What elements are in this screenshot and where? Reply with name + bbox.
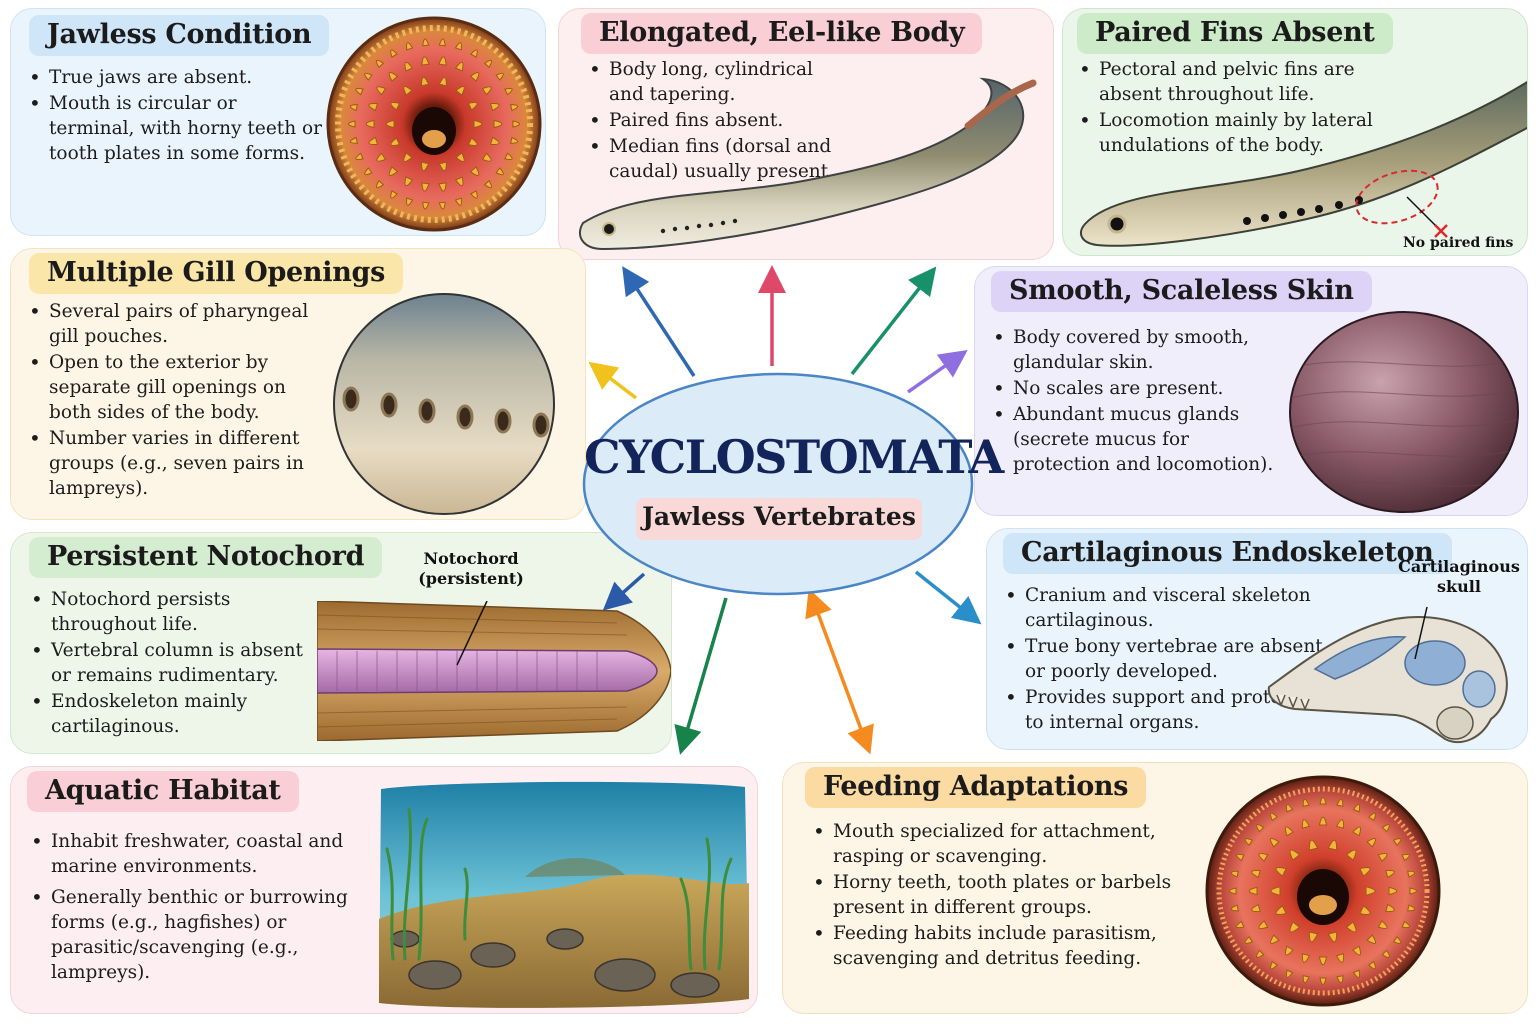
- bullet-item: Horny teeth, tooth plates or barbels pre…: [811, 870, 1181, 920]
- smooth-skin-icon: [1289, 311, 1519, 513]
- lamprey-mouth-icon: [1205, 775, 1441, 1007]
- card-title: Paired Fins Absent: [1077, 13, 1393, 54]
- bullet-list: Notochord persists throughout life. Vert…: [29, 587, 319, 740]
- center-ellipse: [582, 372, 974, 596]
- bullet-item: Provides support and protection to inter…: [1003, 685, 1333, 735]
- card-title: Multiple Gill Openings: [29, 253, 404, 294]
- arrow-to-notochord: [602, 572, 646, 611]
- card-jawless-condition: Jawless Condition True jaws are absent. …: [10, 8, 546, 236]
- cartilaginous-skull-label: Cartilaginous skull: [1397, 557, 1521, 597]
- label-line: Cartilaginous: [1398, 557, 1520, 576]
- arrow-to-jawless: [622, 266, 696, 377]
- bullet-item: Paired fins absent.: [587, 108, 835, 133]
- card-elongated-body: Elongated, Eel-like Body Body long, cyli…: [558, 8, 1054, 260]
- gill-openings-icon: [333, 293, 555, 515]
- bullet-item: Several pairs of pharyngeal gill pouches…: [27, 299, 317, 349]
- card-smooth-scaleless-skin: Smooth, Scaleless Skin Body covered by s…: [974, 266, 1528, 516]
- bullet-item: Notochord persists throughout life.: [29, 587, 319, 637]
- notochord-icon: [317, 601, 671, 741]
- bullet-item: Mouth specialized for attachment, raspin…: [811, 819, 1181, 869]
- bullet-item: Median fins (dorsal and caudal) usually …: [587, 134, 835, 184]
- bullet-list: Pectoral and pelvic fins are absent thro…: [1077, 57, 1397, 159]
- label-line: (persistent): [418, 569, 524, 588]
- bullet-item: Mouth is circular or terminal, with horn…: [27, 91, 327, 166]
- bullet-item: Locomotion mainly by lateral undulations…: [1077, 108, 1397, 158]
- bullet-list: Several pairs of pharyngeal gill pouches…: [27, 299, 317, 502]
- bullet-list: Inhabit freshwater, coastal and marine e…: [29, 829, 379, 986]
- center-subtitle: Jawless Vertebrates: [642, 502, 916, 531]
- card-cartilaginous-endoskeleton: Cartilaginous Endoskeleton Cranium and v…: [986, 528, 1528, 750]
- card-title: Persistent Notochord: [29, 537, 383, 578]
- bullet-item: Feeding habits include parasitism, scave…: [811, 921, 1181, 971]
- notochord-label: Notochord (persistent): [411, 549, 531, 589]
- card-aquatic-habitat: Aquatic Habitat Inhabit freshwater, coas…: [10, 766, 758, 1014]
- bullet-item: Endoskeleton mainly cartilaginous.: [29, 689, 319, 739]
- center-title: CYCLOSTOMATA: [584, 430, 1004, 484]
- card-title: Aquatic Habitat: [27, 771, 299, 812]
- bullet-list: Cranium and visceral skeleton cartilagin…: [1003, 583, 1333, 736]
- underwater-habitat-icon: [379, 781, 749, 1008]
- bullet-item: Abundant mucus glands (secrete mucus for…: [991, 402, 1291, 477]
- bullet-item: Vertebral column is absent or remains ru…: [29, 638, 319, 688]
- bullet-item: Body long, cylindrical and tapering.: [587, 57, 835, 107]
- arrow-to-habitat: [674, 597, 728, 755]
- bullet-list: Body long, cylindrical and tapering. Pai…: [587, 57, 835, 185]
- bullet-list: True jaws are absent. Mouth is circular …: [27, 65, 327, 167]
- card-multiple-gill-openings: Multiple Gill Openings Several pairs of …: [10, 248, 586, 520]
- subtitle-pill: [636, 498, 922, 540]
- eel-body-icon: [578, 77, 1037, 251]
- arrow-to-paired-fins: [850, 266, 937, 376]
- bullet-item: True bony vertebrae are absent or poorly…: [1003, 634, 1333, 684]
- lamprey-side-icon: [1080, 81, 1527, 247]
- bullet-item: Pectoral and pelvic fins are absent thro…: [1077, 57, 1397, 107]
- card-persistent-notochord: Persistent Notochord Notochord persists …: [10, 532, 672, 754]
- label-line: Notochord: [423, 549, 519, 568]
- card-title: Smooth, Scaleless Skin: [991, 271, 1372, 312]
- arrow-to-skin: [906, 349, 968, 394]
- lamprey-mouth-icon: [326, 16, 542, 232]
- card-title: Cartilaginous Endoskeleton: [1003, 533, 1452, 574]
- bullet-item: Body covered by smooth, glandular skin.: [991, 325, 1291, 375]
- arrow-to-gills: [588, 361, 638, 400]
- bullet-item: Cranium and visceral skeleton cartilagin…: [1003, 583, 1333, 633]
- no-paired-fins-label: No paired fins: [1403, 235, 1514, 251]
- bullet-item: True jaws are absent.: [27, 65, 327, 90]
- bullet-item: Inhabit freshwater, coastal and marine e…: [29, 829, 379, 879]
- bullet-item: No scales are present.: [991, 376, 1291, 401]
- bullet-item: Open to the exterior by separate gill op…: [27, 350, 317, 425]
- card-title: Elongated, Eel-like Body: [581, 13, 983, 54]
- card-title: Jawless Condition: [29, 15, 330, 56]
- card-paired-fins-absent: Paired Fins Absent Pectoral and pelvic f…: [1062, 8, 1528, 256]
- bullet-item: Number varies in different groups (e.g.,…: [27, 426, 317, 501]
- bullet-list: Mouth specialized for attachment, raspin…: [811, 819, 1181, 972]
- label-line: skull: [1437, 577, 1481, 596]
- arrow-to-cartilage: [914, 570, 982, 625]
- card-feeding-adaptations: Feeding Adaptations Mouth specialized fo…: [782, 762, 1528, 1014]
- arrow-to-feeding: [805, 588, 874, 755]
- bullet-item: Generally benthic or burrowing forms (e.…: [29, 885, 379, 985]
- cartilaginous-skull-icon: [1267, 606, 1508, 744]
- card-title: Feeding Adaptations: [805, 767, 1147, 808]
- bullet-list: Body covered by smooth, glandular skin. …: [991, 325, 1291, 478]
